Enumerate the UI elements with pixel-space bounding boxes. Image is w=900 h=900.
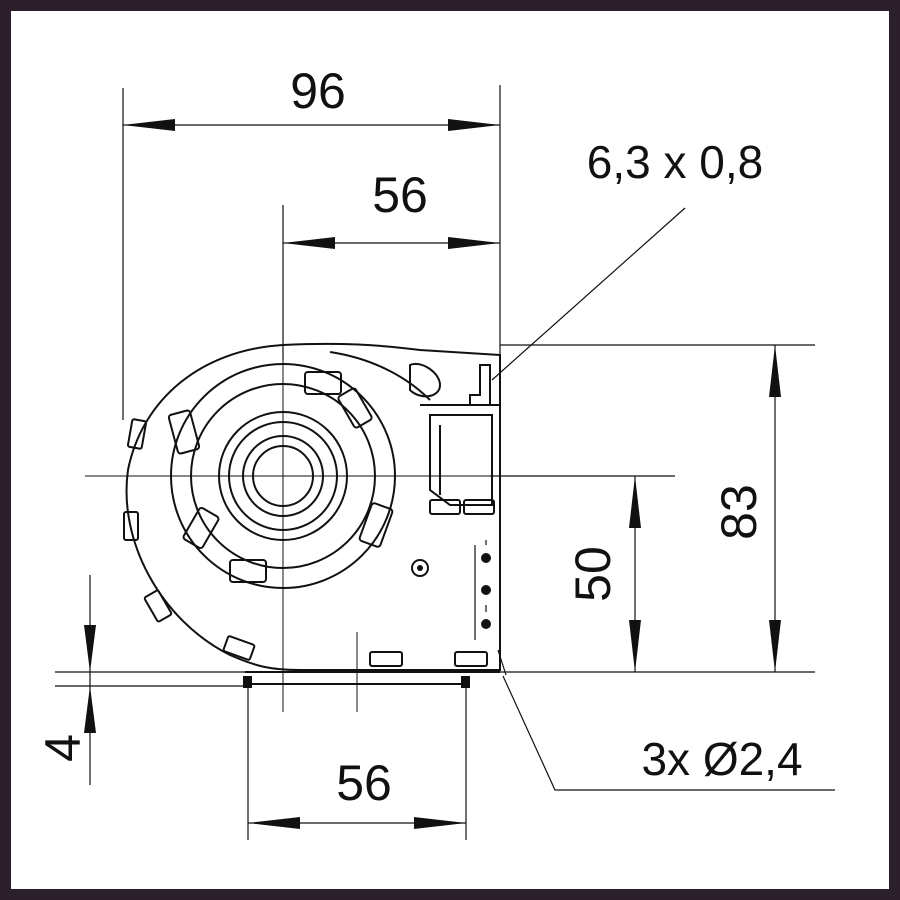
holes-callout-label: 3x Ø2,4 <box>641 733 802 785</box>
dim-56-top-line <box>283 237 500 249</box>
dim-83-label: 83 <box>711 484 767 540</box>
dim-50-label: 50 <box>565 546 621 602</box>
leader-lines <box>491 207 835 791</box>
terminal-callout-label: 6,3 x 0,8 <box>587 136 763 188</box>
technical-drawing: 96 56 83 50 56 4 6,3 x 0,8 3x Ø2,4 <box>11 11 889 889</box>
dim-50-line <box>629 476 641 672</box>
blower-housing <box>123 342 507 688</box>
blower-drawing-svg: 96 56 83 50 56 4 6,3 x 0,8 3x Ø2,4 <box>35 63 835 840</box>
dim-83-line <box>769 345 781 672</box>
dim-96-line <box>123 119 500 131</box>
dim-4-label: 4 <box>35 734 91 762</box>
extension-lines <box>55 85 815 840</box>
dim-56-bottom-line <box>248 817 466 829</box>
dim-56-bottom-label: 56 <box>336 755 392 811</box>
dim-56-top-label: 56 <box>372 167 428 223</box>
dim-96-label: 96 <box>290 63 346 119</box>
dim-4-line <box>84 575 96 785</box>
